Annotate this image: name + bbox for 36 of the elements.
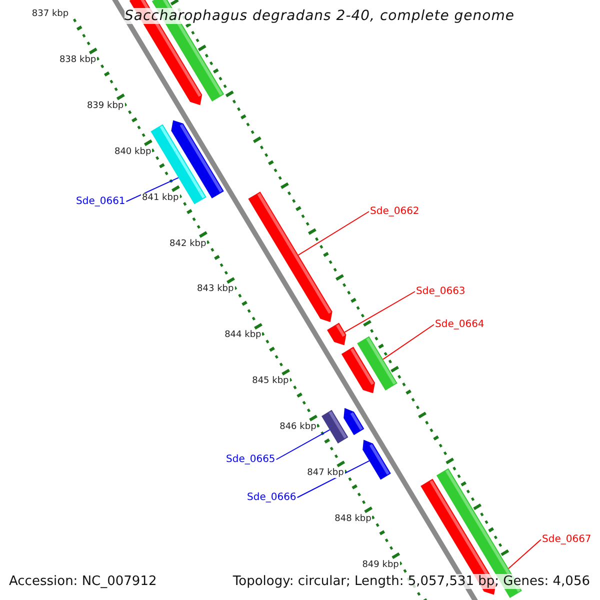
scale-label: 849 kbp	[361, 560, 400, 570]
scale-label: 837 kbp	[30, 9, 70, 20]
gene-label: Sde_0666	[247, 492, 296, 503]
scale-label: 842 kbp	[168, 238, 208, 249]
leader-line	[344, 291, 416, 333]
scale-label: 838 kbp	[58, 55, 98, 66]
gene-feature-bar	[322, 410, 348, 444]
gene-label: Sde_0665	[226, 454, 276, 465]
leader-line	[296, 460, 370, 498]
gene-label: Sde_0661	[76, 196, 126, 207]
gene-label: Sde_0662	[370, 206, 420, 217]
diagram-title: Saccharophagus degradans 2-40, complete genome	[124, 8, 514, 24]
gene-label: Sde_0663	[416, 286, 466, 297]
gene-label: Sde_0667	[542, 534, 592, 545]
scale-label: 841 kbp	[141, 192, 180, 203]
leader-line	[276, 429, 330, 460]
leader-line	[298, 211, 370, 256]
gene-feature-bar	[248, 192, 332, 322]
scale-label: 848 kbp	[334, 514, 372, 524]
gene-label: Sde_0664	[435, 319, 484, 330]
scale-label: 846 kbp	[278, 422, 318, 432]
gene-feature-bar	[341, 346, 375, 394]
scale-label: 843 kbp	[196, 284, 235, 294]
scale-label: 847 kbp	[306, 468, 345, 478]
leader-line	[508, 539, 542, 570]
gene-feature-bar	[344, 408, 364, 436]
scale-label: 844 kbp	[224, 330, 262, 340]
scale-label: 839 kbp	[86, 100, 125, 111]
accession-text: Accession: NC_007912	[9, 574, 157, 589]
leader-line	[382, 324, 434, 360]
gene-feature-bar	[327, 322, 346, 346]
scale-label: 845 kbp	[251, 376, 290, 386]
leader-line	[126, 177, 179, 202]
genome-info-text: Topology: circular; Length: 5,057,531 bp; Genes: 4,056	[232, 574, 590, 589]
scale-label: 840 kbp	[113, 146, 152, 157]
gene-feature-bar	[362, 440, 391, 480]
